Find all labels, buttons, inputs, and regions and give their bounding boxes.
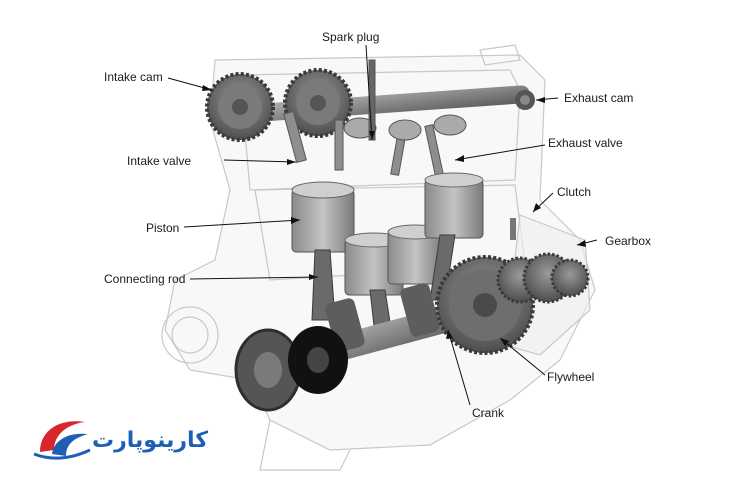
logo-swoosh-icon bbox=[33, 421, 91, 460]
valves bbox=[283, 59, 467, 176]
label-connecting-rod: Connecting rod bbox=[104, 272, 186, 286]
label-crank: Crank bbox=[472, 406, 505, 420]
brand-logo: کارینوپارت bbox=[30, 410, 210, 470]
label-exhaust-valve: Exhaust valve bbox=[548, 136, 623, 150]
gearbox-gears bbox=[496, 218, 590, 304]
label-gearbox: Gearbox bbox=[605, 234, 652, 248]
logo-text: کارینوپارت bbox=[92, 428, 209, 453]
label-intake-cam: Intake cam bbox=[104, 70, 163, 84]
pistons bbox=[291, 172, 484, 296]
label-clutch: Clutch bbox=[557, 185, 592, 199]
label-piston: Piston bbox=[146, 221, 180, 235]
label-exhaust-cam: Exhaust cam bbox=[564, 91, 634, 105]
leader-arrowheads bbox=[202, 85, 586, 346]
label-spark-plug: Spark plug bbox=[322, 30, 380, 44]
label-intake-valve: Intake valve bbox=[127, 154, 192, 168]
front-pulleys bbox=[234, 326, 348, 412]
label-flywheel: Flywheel bbox=[547, 370, 595, 384]
